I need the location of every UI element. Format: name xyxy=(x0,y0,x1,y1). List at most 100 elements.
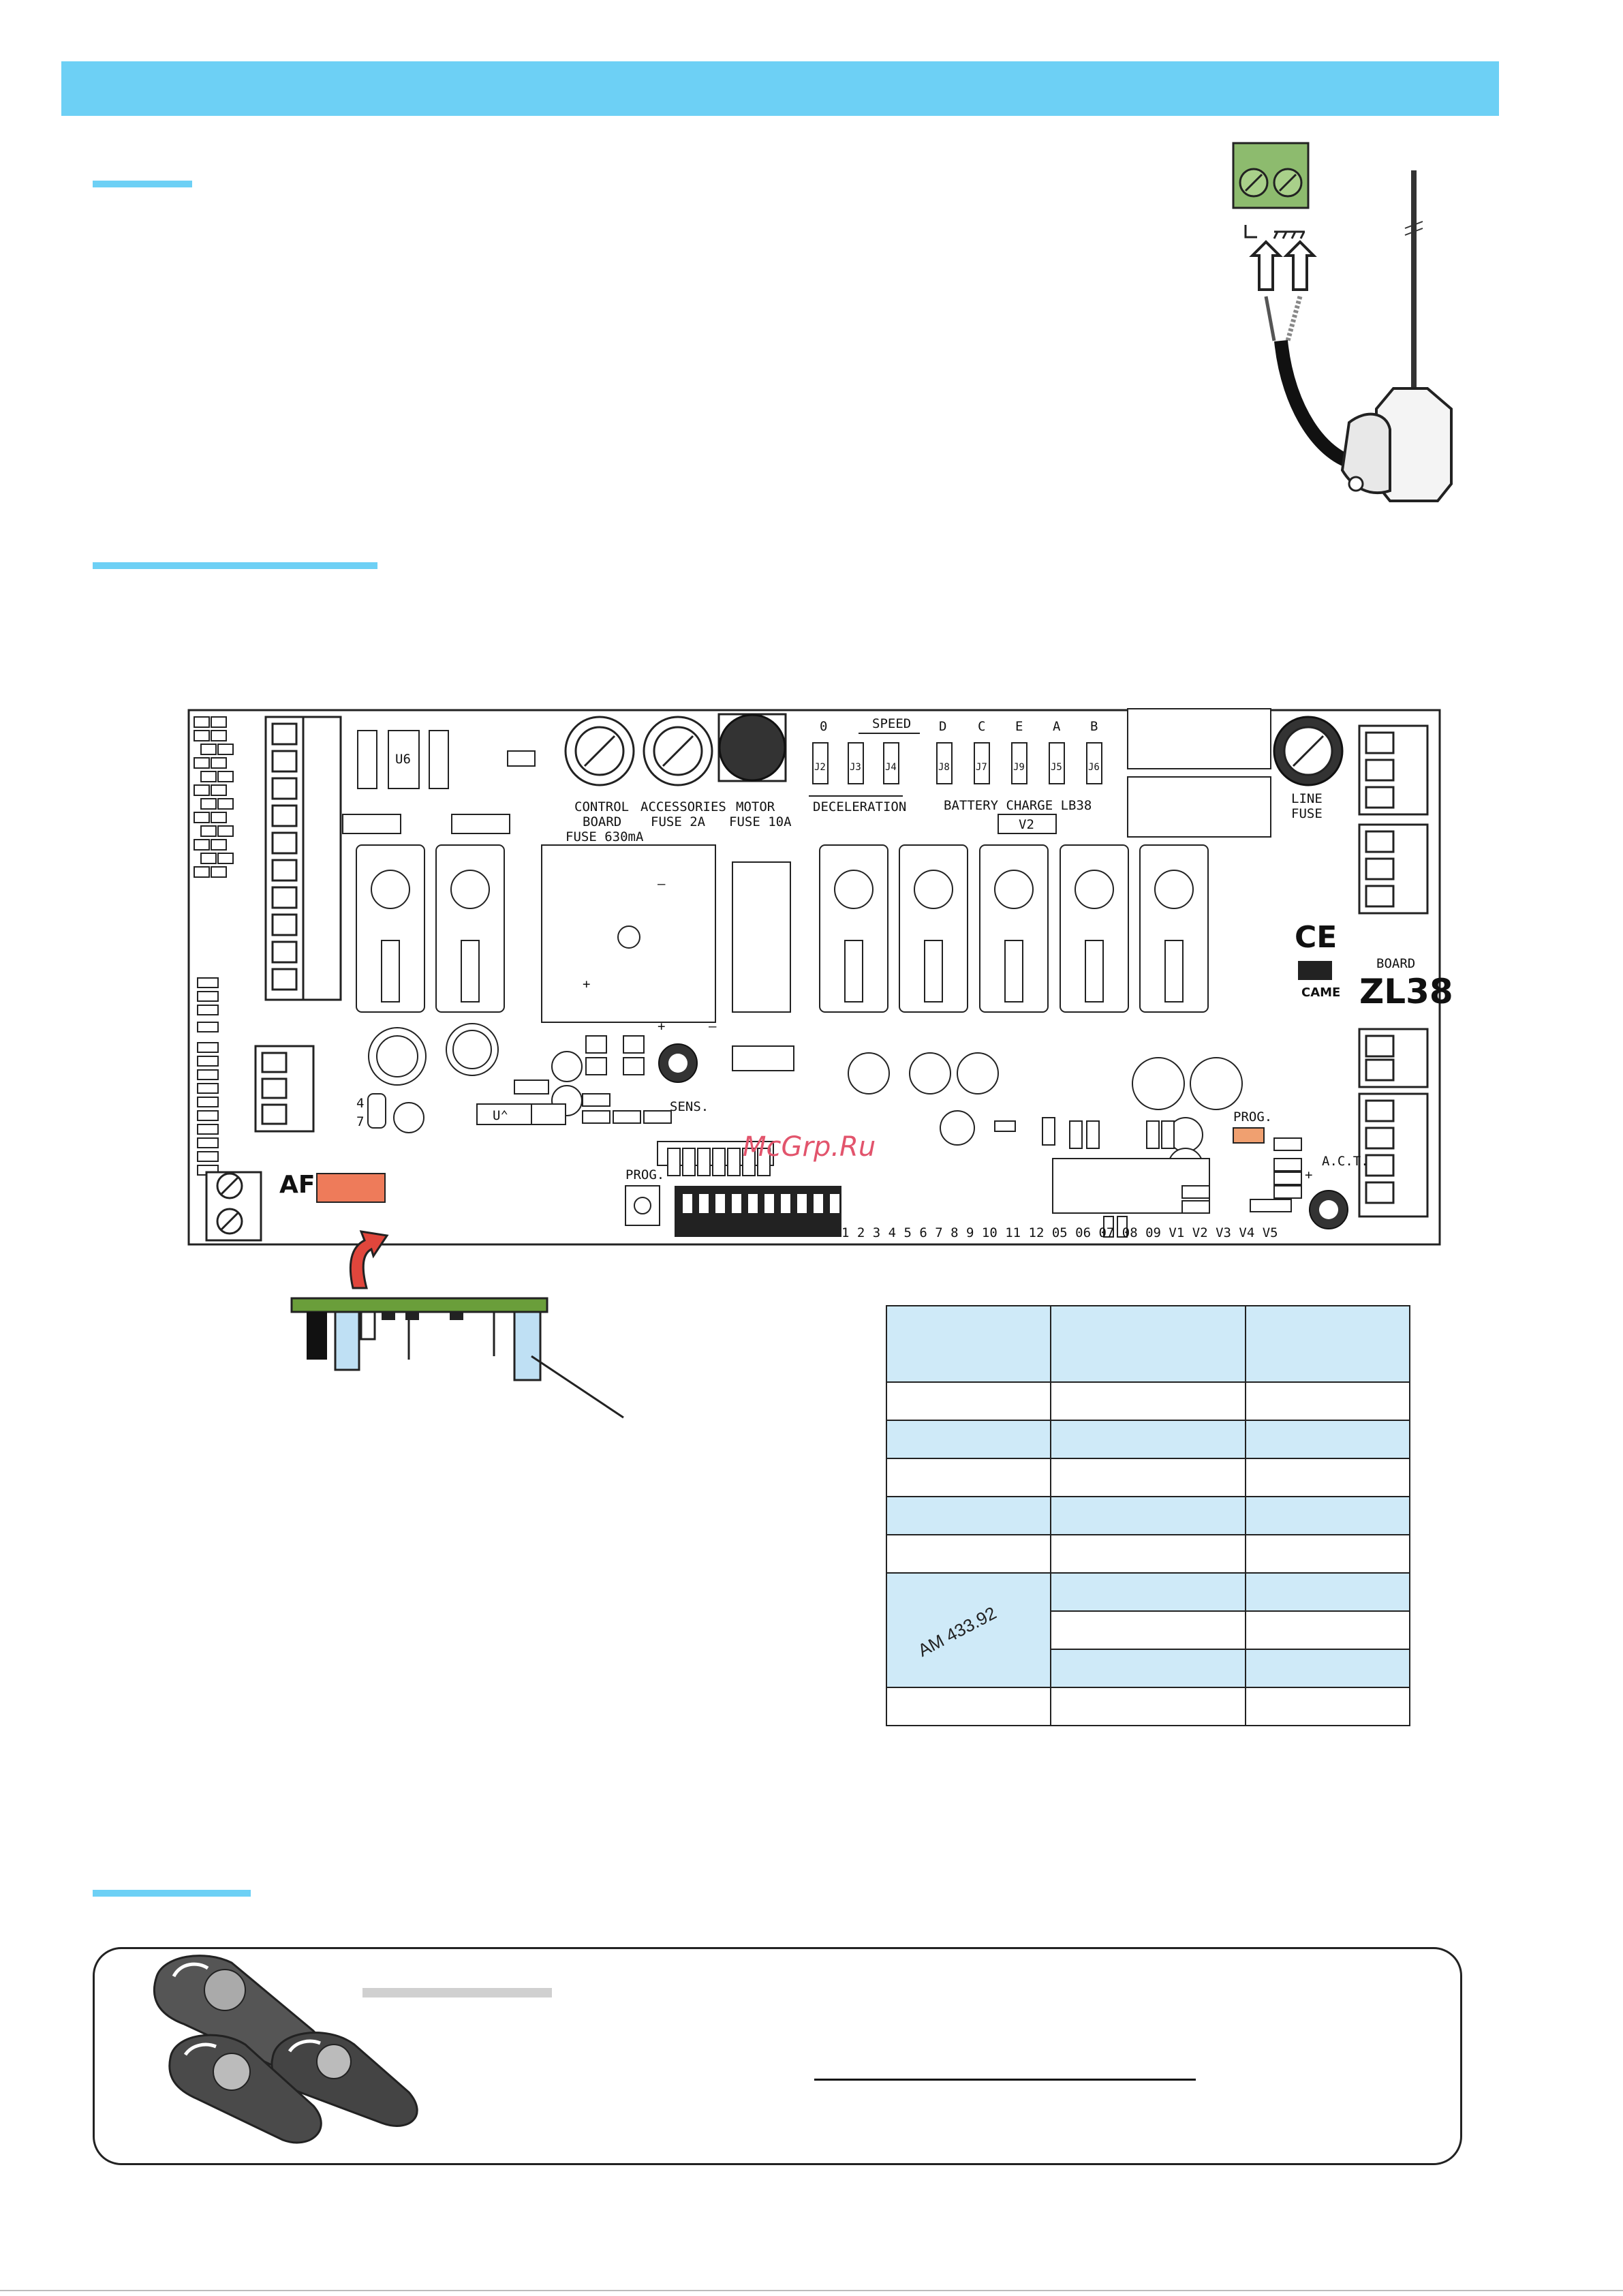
jumper-num-7: 7 xyxy=(356,1114,364,1129)
table-row xyxy=(886,1649,1411,1688)
jumper-id-j2: J2 xyxy=(814,762,826,773)
act-label: A.C.T. xyxy=(1322,1154,1369,1169)
sens-plus: + xyxy=(658,1019,665,1034)
table-row xyxy=(885,1534,1411,1574)
table-row xyxy=(885,1381,1411,1421)
sens-label: SENS. xyxy=(670,1099,709,1114)
board-label: BOARD xyxy=(1376,956,1415,971)
jumper-id-j9: J9 xyxy=(1013,762,1025,773)
jumper-label-a: A xyxy=(1053,719,1061,734)
motor-fuse-label-1: MOTOR xyxy=(736,799,775,814)
jumper-id-j5: J5 xyxy=(1051,762,1062,773)
line-fuse-label-2: FUSE xyxy=(1291,806,1323,821)
accessories-fuse xyxy=(643,716,713,786)
ce-mark: CE xyxy=(1295,920,1337,955)
line-fuse xyxy=(1273,716,1344,786)
power-terminal xyxy=(205,1171,262,1242)
insert-arrow-icon xyxy=(349,1230,389,1289)
battery-charge-label: BATTERY CHARGE LB38 xyxy=(944,798,1092,813)
relay-center xyxy=(732,861,791,1013)
jumper-label-b: B xyxy=(1090,719,1098,734)
jumper-id-j6: J6 xyxy=(1088,762,1100,773)
table-row: AM 433.92 xyxy=(885,1572,1411,1688)
jumper-label-e: E xyxy=(1015,719,1023,734)
speed-label: SPEED xyxy=(872,716,911,731)
jumper-id-j4: J4 xyxy=(885,762,897,773)
module-pcb xyxy=(290,1297,548,1313)
table-row xyxy=(885,1496,1411,1535)
table-row xyxy=(885,1458,1411,1497)
ground-symbol-icon xyxy=(1273,230,1305,239)
watermark: McGrp.Ru xyxy=(743,1131,876,1163)
af-connector[interactable] xyxy=(316,1173,386,1203)
accessories-fuse-label-1: ACCESSORIES xyxy=(640,799,726,814)
header-band xyxy=(61,61,1499,116)
control-board-fuse xyxy=(564,716,635,786)
line-fuse-label-1: LINE xyxy=(1291,791,1323,806)
act-plus: + xyxy=(1305,1167,1312,1182)
relay-top-right xyxy=(1127,708,1271,769)
remote-icon xyxy=(270,2032,418,2127)
table-header-3 xyxy=(1244,1305,1411,1383)
prog-label-right: PROG. xyxy=(1233,1109,1272,1124)
left-lower-terminal-strip xyxy=(254,1045,315,1133)
jumper-label-0: 0 xyxy=(820,719,827,734)
came-logo-icon xyxy=(1298,961,1332,980)
right-terminal-strips xyxy=(1358,724,1429,1218)
deceleration-label: DECELERATION xyxy=(813,799,906,814)
control-board-fuse-label-3: FUSE 630mA xyxy=(566,829,644,844)
jumper-id-j7: J7 xyxy=(976,762,987,773)
motor-fuse-label-2: FUSE 10A xyxy=(729,814,792,829)
jumper-label-c: C xyxy=(978,719,985,734)
control-board-fuse-label-1: CONTROL xyxy=(574,799,629,814)
came-label: CAME xyxy=(1301,985,1340,1000)
table-row xyxy=(886,1610,1411,1650)
table-row xyxy=(885,1687,1411,1726)
antenna-illustration xyxy=(1232,142,1453,502)
section-rule-2 xyxy=(93,562,377,569)
mosfet-group xyxy=(356,844,1209,1013)
control-board-fuse-label-2: BOARD xyxy=(583,814,621,829)
jumper-id-j8: J8 xyxy=(938,762,950,773)
relay-right xyxy=(1127,776,1271,838)
remote-controls-illustration xyxy=(153,1955,418,2144)
jumper-id-j3: J3 xyxy=(850,762,861,773)
top-components xyxy=(342,730,536,834)
am-frequency-cell: AM 433.92 xyxy=(885,1572,1052,1688)
left-component-column xyxy=(194,716,234,1176)
v2-label: V2 xyxy=(1019,817,1034,832)
jumper-label-d: D xyxy=(939,719,946,734)
jumper-4-7 xyxy=(367,1093,386,1129)
underline xyxy=(814,2079,1196,2081)
jumper-num-4: 4 xyxy=(356,1096,364,1111)
prog-label-left: PROG. xyxy=(625,1167,664,1182)
frequency-table: AM 433.92 xyxy=(885,1305,1411,1726)
signal-symbol-icon xyxy=(1244,225,1257,239)
transmitters-box xyxy=(93,1947,1462,2165)
table-row xyxy=(885,1420,1411,1459)
motor-fuse xyxy=(717,713,787,782)
arrow-up-icon xyxy=(1283,240,1317,291)
jumper-row xyxy=(812,742,1102,784)
control-board-diagram: U6 CONTROL BOARD FUSE 630mA ACCESSORIES … xyxy=(187,708,1453,1246)
prog-led xyxy=(1233,1127,1265,1144)
table-header-1 xyxy=(885,1305,1052,1383)
remote-icon xyxy=(168,2034,322,2144)
footer-line xyxy=(0,2290,1623,2291)
am-frequency-label: AM 433.92 xyxy=(914,1602,1000,1661)
accessories-fuse-label-2: FUSE 2A xyxy=(651,814,706,829)
sens-minus: – xyxy=(709,1019,717,1034)
terminal-numbers: 1 2 3 4 5 6 7 8 9 10 11 12 05 06 07 08 0… xyxy=(841,1225,1278,1240)
table-header-2 xyxy=(1050,1305,1246,1383)
caption-bar xyxy=(362,1988,552,1997)
radio-module-side-view xyxy=(290,1297,624,1419)
transformer-minus: – xyxy=(658,876,666,891)
transformer-plus: + xyxy=(583,977,590,992)
u6-label: U6 xyxy=(395,752,411,767)
module-pin-header xyxy=(307,1312,327,1360)
arrow-up-icon xyxy=(1249,240,1283,291)
model-label: ZL38 xyxy=(1359,972,1453,1011)
left-terminal-strip xyxy=(264,716,342,1001)
af-label: AF xyxy=(279,1171,315,1199)
section-rule-3 xyxy=(93,1890,251,1897)
